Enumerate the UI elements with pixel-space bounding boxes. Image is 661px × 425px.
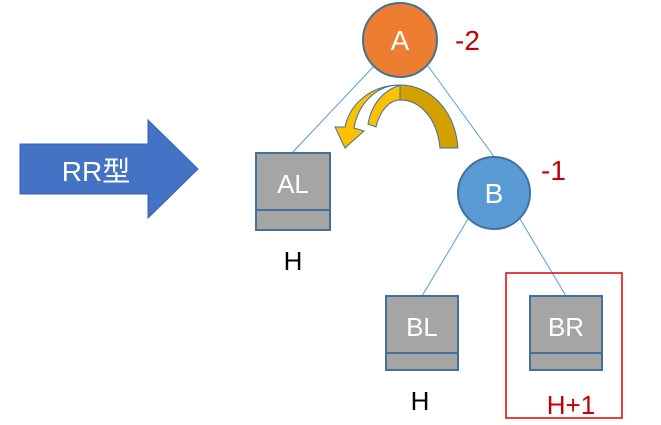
subtree-al-label: AL (277, 169, 309, 199)
subtree-bl: BL H (385, 295, 459, 416)
subtree-al-height: H (284, 246, 303, 276)
node-b: B -1 (457, 155, 566, 230)
node-a-label: A (391, 25, 410, 56)
node-b-circle (457, 156, 531, 230)
rotation-arrow (334, 84, 459, 149)
subtree-br-height: H+1 (547, 390, 595, 420)
subtree-br-box (529, 295, 603, 371)
subtree-al: AL H (255, 152, 331, 276)
edge-b-bl (421, 218, 469, 297)
node-b-balance: -1 (541, 155, 566, 186)
node-a: A -2 (362, 2, 480, 78)
rotation-arrow-right-half (399, 84, 459, 149)
banner-arrow-shape (19, 118, 199, 220)
edge-b-br (519, 218, 567, 297)
edge-a-al (291, 65, 375, 154)
subtree-bl-label: BL (406, 312, 438, 342)
rr-type-banner: RR型 (19, 118, 199, 220)
subtree-br: BR H+1 (505, 272, 623, 420)
node-a-circle (362, 2, 438, 78)
subtree-bl-box (385, 295, 459, 371)
edge-a-b (427, 65, 496, 159)
tree-edges (291, 65, 567, 297)
highlight-box (505, 272, 623, 419)
subtree-al-box (255, 152, 331, 231)
node-a-balance: -2 (455, 25, 480, 56)
banner-label: RR型 (62, 156, 130, 187)
subtree-bl-height: H (411, 386, 430, 416)
subtree-br-label: BR (548, 312, 584, 342)
node-b-label: B (485, 178, 504, 209)
rotation-arrow-left-half (334, 84, 401, 149)
